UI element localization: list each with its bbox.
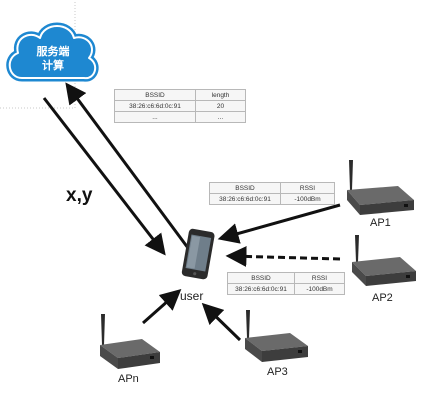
- arrow-server-to-user: [42, 97, 166, 256]
- table-header-row: BSSID RSSI: [227, 272, 345, 284]
- table-row: 38:26:c6:6d:0c:91 -100dBm: [227, 283, 345, 295]
- table-cell: 20: [195, 100, 246, 112]
- table-header-cell: BSSID: [227, 272, 295, 284]
- apn-label: APn: [118, 373, 139, 385]
- table-cell: -100dBm: [294, 283, 345, 295]
- table-cell: ...: [114, 111, 196, 123]
- table-row: 38:26:c6:6d:0c:91 -100dBm: [209, 193, 335, 205]
- router-ap2-icon: [352, 235, 416, 286]
- router-apn-icon: [100, 314, 160, 369]
- table-header-cell: length: [195, 89, 246, 101]
- cloud-label-line1: 服务端: [36, 45, 70, 58]
- table-header-cell: RSSI: [280, 182, 335, 194]
- arrow-user-to-server: [65, 82, 190, 249]
- table-header-row: BSSID RSSI: [209, 182, 335, 194]
- router-ap1-icon: [347, 160, 414, 215]
- table-cell: 38:26:c6:6d:0c:91: [227, 283, 295, 295]
- table-row: 38:26:c6:6d:0c:91 20: [114, 100, 246, 112]
- table-cell: 38:26:c6:6d:0c:91: [114, 100, 196, 112]
- table-cell: ...: [195, 111, 246, 123]
- cloud-server-icon: [6, 22, 99, 82]
- server-table: BSSID length 38:26:c6:6d:0c:91 20 ... ..…: [114, 89, 246, 123]
- arrow-ap1-to-user: [217, 203, 341, 244]
- table-row: ... ...: [114, 111, 246, 123]
- smartphone-icon: [181, 228, 215, 280]
- router-ap3-icon: [245, 310, 308, 362]
- ap2-rssi-table: BSSID RSSI 38:26:c6:6d:0c:91 -100dBm: [227, 272, 345, 295]
- ap3-label: AP3: [267, 366, 288, 378]
- coordinate-label: x,y: [66, 185, 93, 206]
- ap1-rssi-table: BSSID RSSI 38:26:c6:6d:0c:91 -100dBm: [209, 182, 335, 205]
- ap2-label: AP2: [372, 292, 393, 304]
- arrow-ap2-to-user: [225, 245, 341, 267]
- arrow-ap3-to-user: [201, 302, 242, 342]
- table-header-cell: BSSID: [114, 89, 196, 101]
- cloud-label-line2: 计算: [42, 59, 64, 72]
- user-label: user: [180, 289, 204, 303]
- table-header-cell: BSSID: [209, 182, 281, 194]
- table-header-row: BSSID length: [114, 89, 246, 101]
- ap1-label: AP1: [370, 217, 391, 229]
- table-cell: 38:26:c6:6d:0c:91: [209, 193, 281, 205]
- arrow-apn-to-user: [142, 289, 182, 325]
- table-header-cell: RSSI: [294, 272, 345, 284]
- table-cell: -100dBm: [280, 193, 335, 205]
